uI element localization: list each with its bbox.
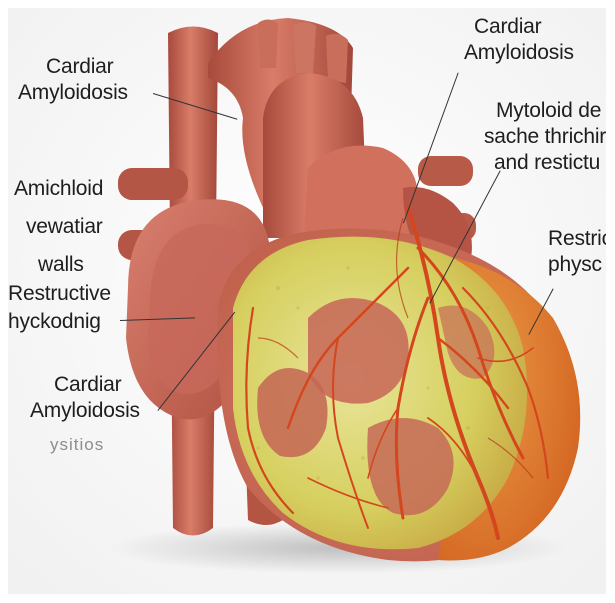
label-top-left-line-1: Cardiar (18, 54, 128, 80)
label-top-center-line-1: Cardiar (464, 14, 574, 40)
label-top-left: Cardiar Amyloidosis (18, 54, 128, 106)
label-bottom-left: Cardiar Amyloidosis (30, 372, 140, 424)
label-bottom-left-line-2: Amyloidosis (30, 398, 140, 424)
label-left-2-line-2: hyckodnig (8, 308, 111, 336)
label-top-center-line-2: Amyloidosis (464, 40, 574, 66)
label-left-1-line-2: vewatiar (14, 208, 103, 246)
label-left-2: Restructive hyckodnig (8, 280, 111, 336)
label-left-2-line-1: Restructive (8, 280, 111, 308)
label-top-right-line-3: and restictu (484, 150, 606, 176)
label-top-right-line-1: Mytoloid de (484, 98, 606, 124)
label-top-left-line-2: Amyloidosis (18, 80, 128, 106)
label-top-right-line-2: sache thrichir (484, 124, 606, 150)
label-right: Restric physc (548, 226, 606, 278)
label-left-1-line-1: Amichloid (14, 170, 103, 208)
image-frame: Cardiar Amyloidosis Cardiar Amyloidosis … (8, 8, 606, 594)
label-top-right: Mytoloid de sache thrichir and restictu (484, 98, 606, 176)
label-left-1-line-3: walls (14, 246, 103, 284)
label-right-line-1: Restric (548, 226, 606, 252)
label-left-1: Amichloid vewatiar walls (14, 170, 103, 284)
label-bottom-left-line-1: Cardiar (30, 372, 140, 398)
label-top-center: Cardiar Amyloidosis (464, 14, 574, 66)
label-bottom-left-faint: ysitios (50, 432, 104, 458)
label-right-line-2: physc (548, 252, 606, 278)
